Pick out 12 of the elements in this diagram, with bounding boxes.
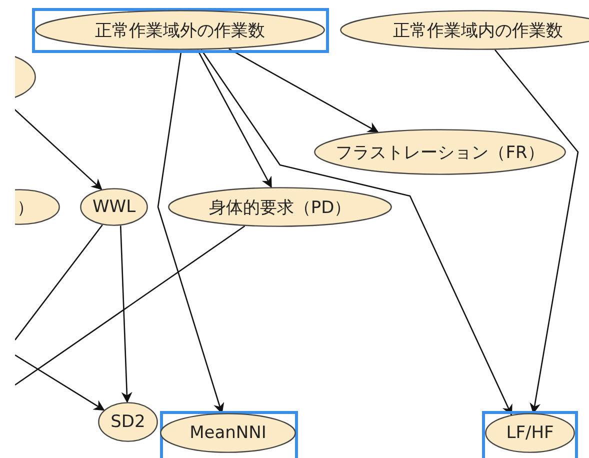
ellipse-node: MeanNNI xyxy=(160,413,296,453)
arrow xyxy=(120,226,132,404)
connector-line xyxy=(15,225,246,386)
ellipse-node: フラストレーション（FR） xyxy=(314,129,566,175)
arrow xyxy=(15,354,105,411)
ellipse-node: 正常作業域外の作業数 xyxy=(35,10,325,50)
connector-line xyxy=(15,224,103,340)
ellipse-node: SD2 xyxy=(98,402,158,442)
ellipse-node: WWL xyxy=(80,188,148,226)
ellipse-node: 身体的要求（PD） xyxy=(168,187,392,227)
ellipse-node: LF/HF xyxy=(485,413,575,453)
arrow xyxy=(228,48,379,133)
